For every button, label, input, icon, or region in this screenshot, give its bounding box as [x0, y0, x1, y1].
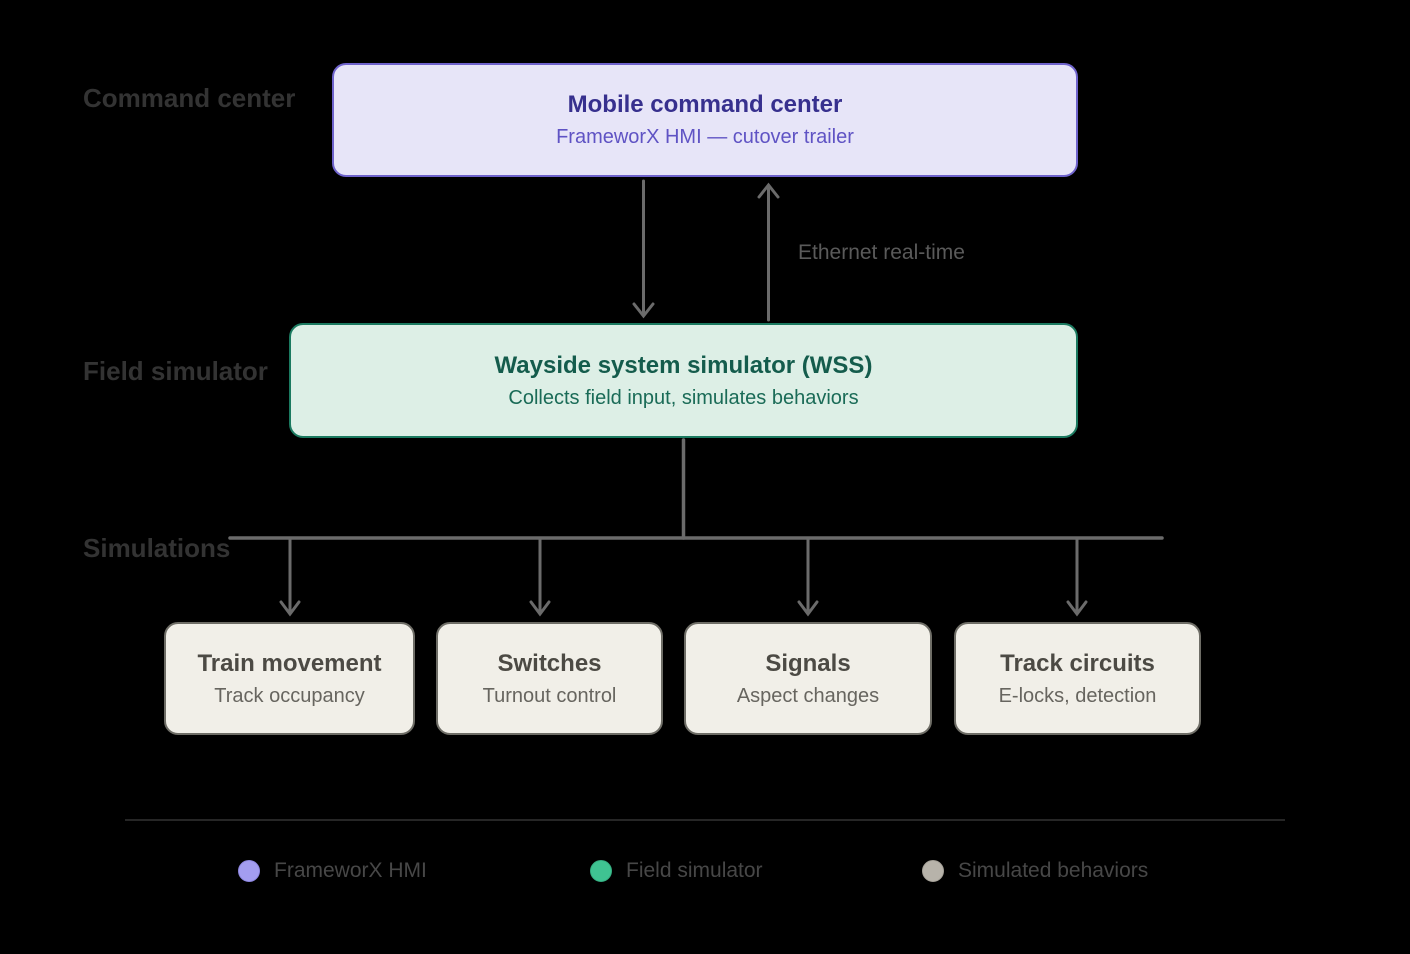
node-mobile-command-center: Mobile command center FrameworX HMI — cu… [332, 63, 1078, 177]
legend-item-field-simulator: Field simulator [590, 859, 763, 883]
arrow-command-to-wss [632, 179, 655, 319]
node-subtitle: Collects field input, simulates behavior… [508, 386, 859, 409]
node-subtitle: E-locks, detection [998, 684, 1157, 707]
node-train-movement: Train movement Track occupancy [164, 622, 415, 735]
node-title: Signals [765, 649, 851, 677]
node-title: Mobile command center [567, 91, 843, 118]
tier-label-simulations: Simulations [83, 533, 231, 563]
legend-label: Simulated behaviors [958, 859, 1149, 882]
legend-item-simulated-behaviors: Simulated behaviors [922, 859, 1148, 883]
tier-label-command-center: Command center [83, 83, 296, 113]
legend-item-frameworx-hmi: FrameworX HMI [238, 859, 427, 883]
legend-label: Field simulator [626, 859, 763, 882]
tier-label-field-simulator: Field simulator [83, 356, 268, 386]
arrow-bus-to-track-circuits [1066, 536, 1088, 617]
ethernet-edge-label: Ethernet real-time [798, 241, 965, 264]
node-track-circuits: Track circuits E-locks, detection [954, 622, 1201, 735]
node-signals: Signals Aspect changes [684, 622, 932, 735]
node-title: Track circuits [1000, 649, 1155, 677]
node-subtitle: Aspect changes [736, 684, 880, 707]
node-switches: Switches Turnout control [436, 622, 663, 735]
arrow-bus-to-train-movement [279, 536, 301, 617]
node-wayside-system-simulator: Wayside system simulator (WSS) Collects … [289, 323, 1078, 438]
arrow-wss-to-command [757, 182, 780, 322]
legend-dot-gray-icon [922, 860, 944, 882]
node-title: Switches [497, 649, 602, 677]
legend-label: FrameworX HMI [274, 859, 427, 882]
arrow-bus-to-switches [529, 536, 551, 617]
node-title: Wayside system simulator (WSS) [494, 351, 873, 379]
legend-divider [125, 819, 1285, 821]
legend-dot-green-icon [590, 860, 612, 882]
arrow-bus-to-signals [797, 536, 819, 617]
node-subtitle: Track occupancy [214, 684, 365, 707]
node-subtitle: Turnout control [482, 684, 617, 707]
legend-dot-purple-icon [238, 860, 260, 882]
node-subtitle: FrameworX HMI — cutover trailer [556, 126, 854, 148]
node-title: Train movement [197, 649, 382, 677]
